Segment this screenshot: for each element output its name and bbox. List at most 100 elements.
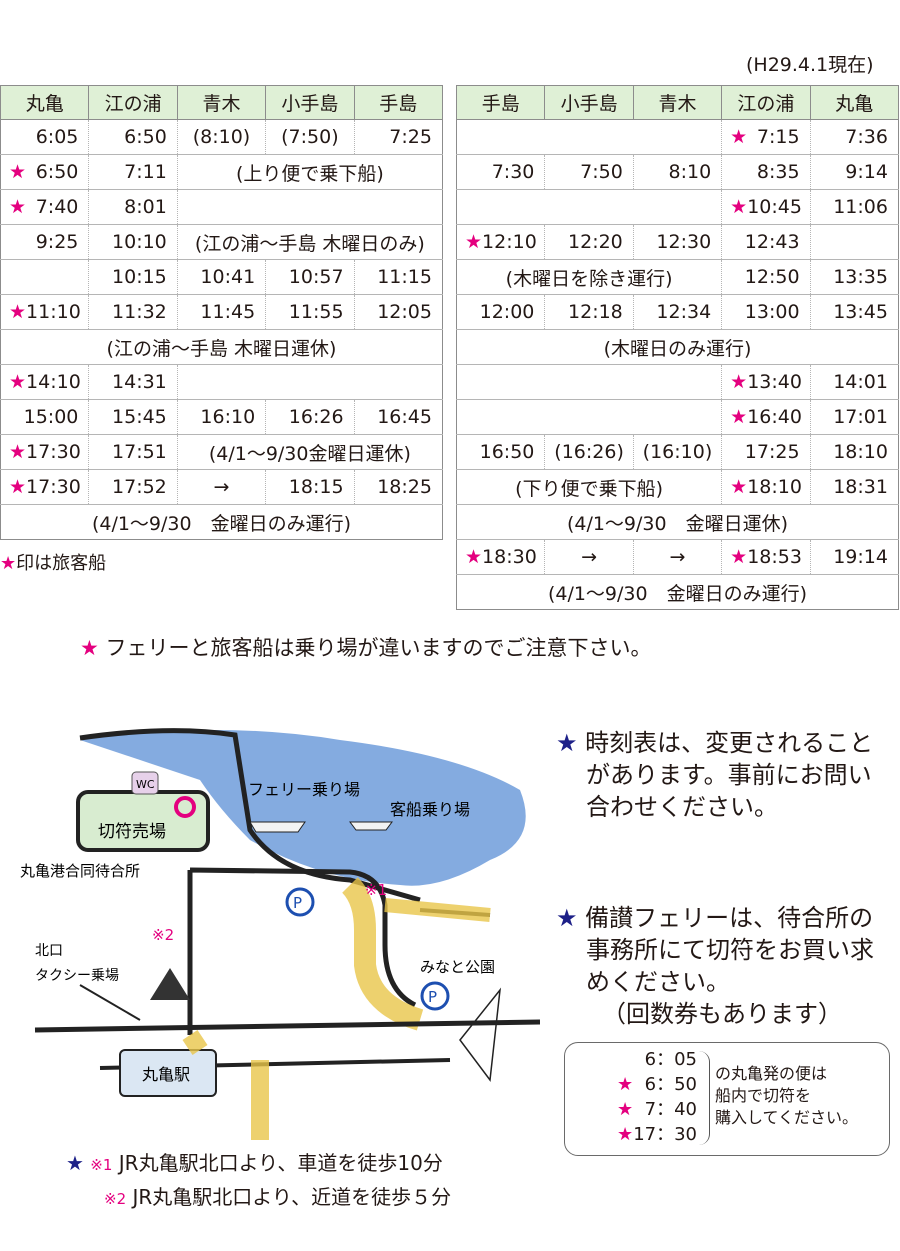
time-text: 17:30 xyxy=(26,476,81,498)
time-line: ★17：30 xyxy=(587,1122,697,1147)
table-row: ★10:45 11:06 xyxy=(455,189,899,225)
empty-cell xyxy=(455,189,723,225)
time-cell: 12:43 xyxy=(721,224,811,260)
time-cell: 16:26 xyxy=(265,399,355,435)
note-text: 時刻表は、変更されること xyxy=(585,729,874,757)
table-row: 16:50 (16:26) (16:10) 17:25 18:10 xyxy=(455,434,899,470)
header-cell: 小手島 xyxy=(544,85,634,120)
row-note: (江の浦～手島 木曜日のみ) xyxy=(176,224,443,260)
row-note: (4/1～9/30金曜日運休) xyxy=(176,434,443,470)
passenger-ship-star-icon: ★ xyxy=(9,441,27,463)
row-note: (下り便で乗下船) xyxy=(455,469,723,505)
table-row: ★14:10 14:31 xyxy=(0,364,443,400)
empty-cell xyxy=(455,119,723,155)
time-text: 17：30 xyxy=(633,1124,697,1145)
ticket-office-label: 切符売場 xyxy=(98,822,166,842)
star-icon: ★ xyxy=(556,904,578,932)
time-cell: 12:50 xyxy=(721,259,811,295)
table-row: ★13:40 14:01 xyxy=(455,364,899,400)
parking-icon xyxy=(285,887,315,917)
time-cell: 18:15 xyxy=(265,469,355,505)
time-cell: 10:41 xyxy=(176,259,267,295)
time-cell: 9:14 xyxy=(809,154,899,190)
time-cell: ★7:40 xyxy=(0,189,90,225)
time-text: 12:10 xyxy=(482,231,537,253)
walk-text: JR丸亀駅北口より、車道を徒歩10分 xyxy=(112,1151,443,1175)
time-text: 16:40 xyxy=(747,406,802,428)
passenger-ship-star-icon: ★ xyxy=(730,196,748,218)
castle-icon xyxy=(150,968,190,1000)
route-mark: ※2 xyxy=(104,1190,127,1208)
note-text: 合わせください。 xyxy=(586,793,778,821)
time-cell: 13:00 xyxy=(721,294,811,330)
star-icon: ★ xyxy=(617,1124,634,1145)
time-text: 14:10 xyxy=(26,371,81,393)
row-note: (木曜日のみ運行) xyxy=(456,329,899,365)
star-icon: ★ xyxy=(0,553,17,574)
header-cell: 江の浦 xyxy=(721,85,811,120)
route-mark: ※1 xyxy=(90,1156,113,1174)
time-cell: 12:20 xyxy=(544,224,634,260)
table-row: (江の浦～手島 木曜日運休) xyxy=(0,329,443,365)
row-note: (江の浦～手島 木曜日運休) xyxy=(0,329,443,365)
star-icon: ★ xyxy=(556,729,578,757)
time-cell: 13:45 xyxy=(809,294,899,330)
time-cell: ★13:40 xyxy=(721,364,811,400)
time-cell: (16:10) xyxy=(632,434,723,470)
header-cell: 手島 xyxy=(353,85,443,120)
note-text: 事務所にて切符をお買い求 xyxy=(586,936,874,964)
time-cell: ★18:53 xyxy=(721,539,811,575)
star-legend: ★印は旅客船 xyxy=(0,549,106,575)
table-row: ★7:40 8:01 xyxy=(0,189,443,225)
taxi-label: タクシー乗場 xyxy=(35,968,119,984)
time-text: 6：05 xyxy=(644,1049,697,1070)
empty-cell xyxy=(455,364,723,400)
timetable-inbound: 手島 小手島 青木 江の浦 丸亀 ★7:15 7:36 7:30 7:50 8:… xyxy=(455,85,899,610)
passenger-ship-star-icon: ★ xyxy=(730,126,748,148)
passenger-ship-star-icon: ★ xyxy=(465,231,483,253)
date-note: (H29.4.1現在) xyxy=(746,54,874,76)
table-row: 9:25 10:10 (江の浦～手島 木曜日のみ) xyxy=(0,224,443,260)
time-cell: 14:01 xyxy=(809,364,899,400)
empty-cell xyxy=(176,189,443,225)
parking-icon xyxy=(420,981,450,1011)
header-cell: 江の浦 xyxy=(88,85,178,120)
time-cell: 10:57 xyxy=(265,259,355,295)
time-cell: (8:10) xyxy=(176,119,267,155)
table-row: (4/1～9/30 金曜日のみ運行) xyxy=(0,504,443,540)
time-cell: 8:10 xyxy=(632,154,723,190)
table-row: ★12:10 12:20 12:30 12:43 xyxy=(455,224,899,260)
star-icon: ★ xyxy=(617,1074,634,1095)
time-cell: 13:35 xyxy=(809,259,899,295)
time-cell: ★7:15 xyxy=(721,119,811,155)
walk-text: JR丸亀駅北口より、近道を徒歩５分 xyxy=(126,1185,452,1209)
time-cell: 19:14 xyxy=(809,539,899,575)
time-cell: ★6:50 xyxy=(0,154,90,190)
note-text: があります。事前にお問い xyxy=(586,761,872,789)
time-line: ★ 7：40 xyxy=(587,1097,697,1122)
time-cell: 7:11 xyxy=(88,154,178,190)
box-text-line: の丸亀発の便は xyxy=(715,1064,828,1083)
brace xyxy=(699,1051,710,1145)
box-text-line: 購入してください。 xyxy=(715,1108,859,1127)
note-line: ★ 時刻表は、変更されること xyxy=(556,727,873,759)
time-cell: ★14:10 xyxy=(0,364,90,400)
road-yellow xyxy=(341,877,424,1031)
time-text: 10:45 xyxy=(747,196,802,218)
time-cell: 17:25 xyxy=(721,434,811,470)
time-cell: 11:15 xyxy=(353,259,443,295)
time-text: 18:30 xyxy=(482,546,537,568)
time-cell: 12:30 xyxy=(632,224,723,260)
time-cell: 17:51 xyxy=(88,434,178,470)
time-text: 7：40 xyxy=(644,1099,697,1120)
table-row: (4/1～9/30 金曜日運休) xyxy=(456,504,899,540)
star-icon: ★ xyxy=(617,1099,634,1120)
time-cell: 18:25 xyxy=(353,469,443,505)
timetable-outbound: 丸亀 江の浦 青木 小手島 手島 6:05 6:50 (8:10) (7:50)… xyxy=(0,85,443,540)
time-text: 7:40 xyxy=(35,196,79,218)
table-header-row: 手島 小手島 青木 江の浦 丸亀 xyxy=(455,85,899,120)
time-cell: 18:10 xyxy=(809,434,899,470)
row-note: (4/1～9/30 金曜日のみ運行) xyxy=(456,574,899,610)
time-cell: 14:31 xyxy=(88,364,178,400)
table-row: ★11:10 11:32 11:45 11:55 12:05 xyxy=(0,294,443,330)
